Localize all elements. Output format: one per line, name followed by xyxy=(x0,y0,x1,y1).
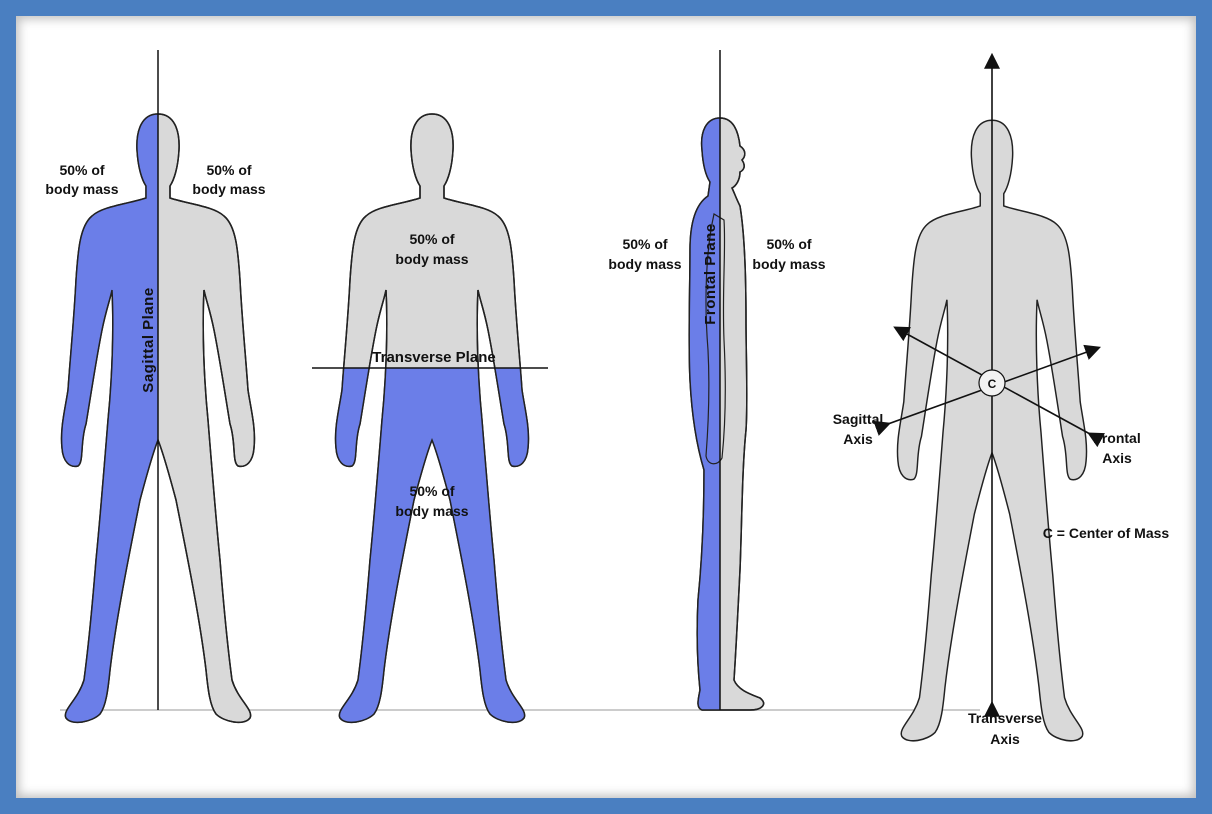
sagittal-axis-label-line1: Sagittal xyxy=(833,411,884,427)
frontal-left-mass-line2: body mass xyxy=(608,256,681,272)
frontal-plane-label: Frontal Plane xyxy=(702,223,719,325)
frontal-axis-label-line2: Axis xyxy=(1102,450,1132,466)
figure-sagittal: Sagittal Plane xyxy=(62,50,255,722)
sagittal-left-mass-line1: 50% of xyxy=(59,162,104,178)
frontal-right-mass-line1: 50% of xyxy=(766,236,811,252)
center-of-mass-symbol: C xyxy=(988,377,997,391)
transverse-bottom-mass-line2: body mass xyxy=(395,503,468,519)
frontal-right-mass-line2: body mass xyxy=(752,256,825,272)
transverse-plane-label: Transverse Plane xyxy=(372,349,495,366)
sagittal-right-mass-line1: 50% of xyxy=(206,162,251,178)
sagittal-left-mass-line2: body mass xyxy=(45,181,118,197)
figure-frontal: Frontal Plane xyxy=(689,50,764,710)
center-of-mass-legend: C = Center of Mass xyxy=(1043,525,1170,541)
frontal-left-mass-line1: 50% of xyxy=(622,236,667,252)
sagittal-axis-label-line2: Axis xyxy=(843,431,873,447)
sagittal-plane-label: Sagittal Plane xyxy=(140,287,157,392)
sagittal-right-mass-line2: body mass xyxy=(192,181,265,197)
transverse-axis-label-line2: Axis xyxy=(990,731,1020,747)
transverse-bottom-mass-line1: 50% of xyxy=(409,483,454,499)
frontal-axis-label-line1: Frontal xyxy=(1093,430,1140,446)
transverse-axis-label-line1: Transverse xyxy=(968,710,1042,726)
figure-transverse xyxy=(336,114,529,722)
transverse-top-mass-line2: body mass xyxy=(395,251,468,267)
transverse-top-mass-line1: 50% of xyxy=(409,231,454,247)
